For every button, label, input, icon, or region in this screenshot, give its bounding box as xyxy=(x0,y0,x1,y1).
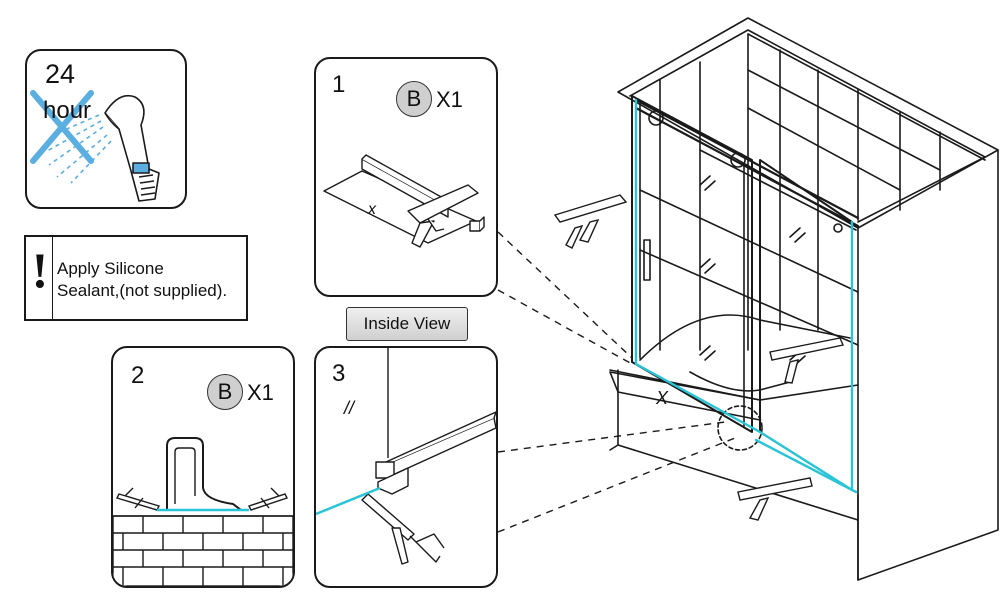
step-3-number: 3 xyxy=(332,360,346,387)
step-2-part-badge: B xyxy=(207,374,243,410)
step-2-number: 2 xyxy=(131,362,145,389)
step-2-part-qty: X1 xyxy=(247,380,274,405)
step-3-panel: 3 // xyxy=(314,346,498,588)
cure-time-panel: 24 hour xyxy=(25,49,187,209)
warning-text: Apply Silicone Sealant,(not supplied). xyxy=(57,258,227,302)
cure-hours-number: 24 xyxy=(45,59,76,89)
step-1-panel: 1 B X1 x xyxy=(314,57,498,297)
step-1-drawing xyxy=(323,154,485,248)
step-1-part-badge: B xyxy=(396,81,432,117)
sealant-warning-box: ! Apply Silicone Sealant,(not supplied). xyxy=(24,235,248,321)
warning-divider xyxy=(52,237,53,319)
warning-icon: ! xyxy=(31,242,49,298)
step-1-part-qty: X1 xyxy=(436,87,463,112)
cure-hours-unit: hour xyxy=(43,97,92,124)
step-2-panel: 2 B X1 xyxy=(111,346,295,588)
step-3-drawing xyxy=(316,348,496,565)
warning-line-2: Sealant,(not supplied). xyxy=(57,281,228,300)
step-1-number: 1 xyxy=(332,71,346,98)
inside-view-label: Inside View xyxy=(346,307,468,341)
step-3-glass-mark: // xyxy=(344,398,355,418)
floor-mark-x: X xyxy=(656,388,669,408)
step-1-floor-mark: x xyxy=(368,201,376,218)
no-shower-icon xyxy=(30,90,160,202)
warning-line-1: Apply Silicone xyxy=(57,259,164,278)
step-2-drawing xyxy=(113,437,293,586)
